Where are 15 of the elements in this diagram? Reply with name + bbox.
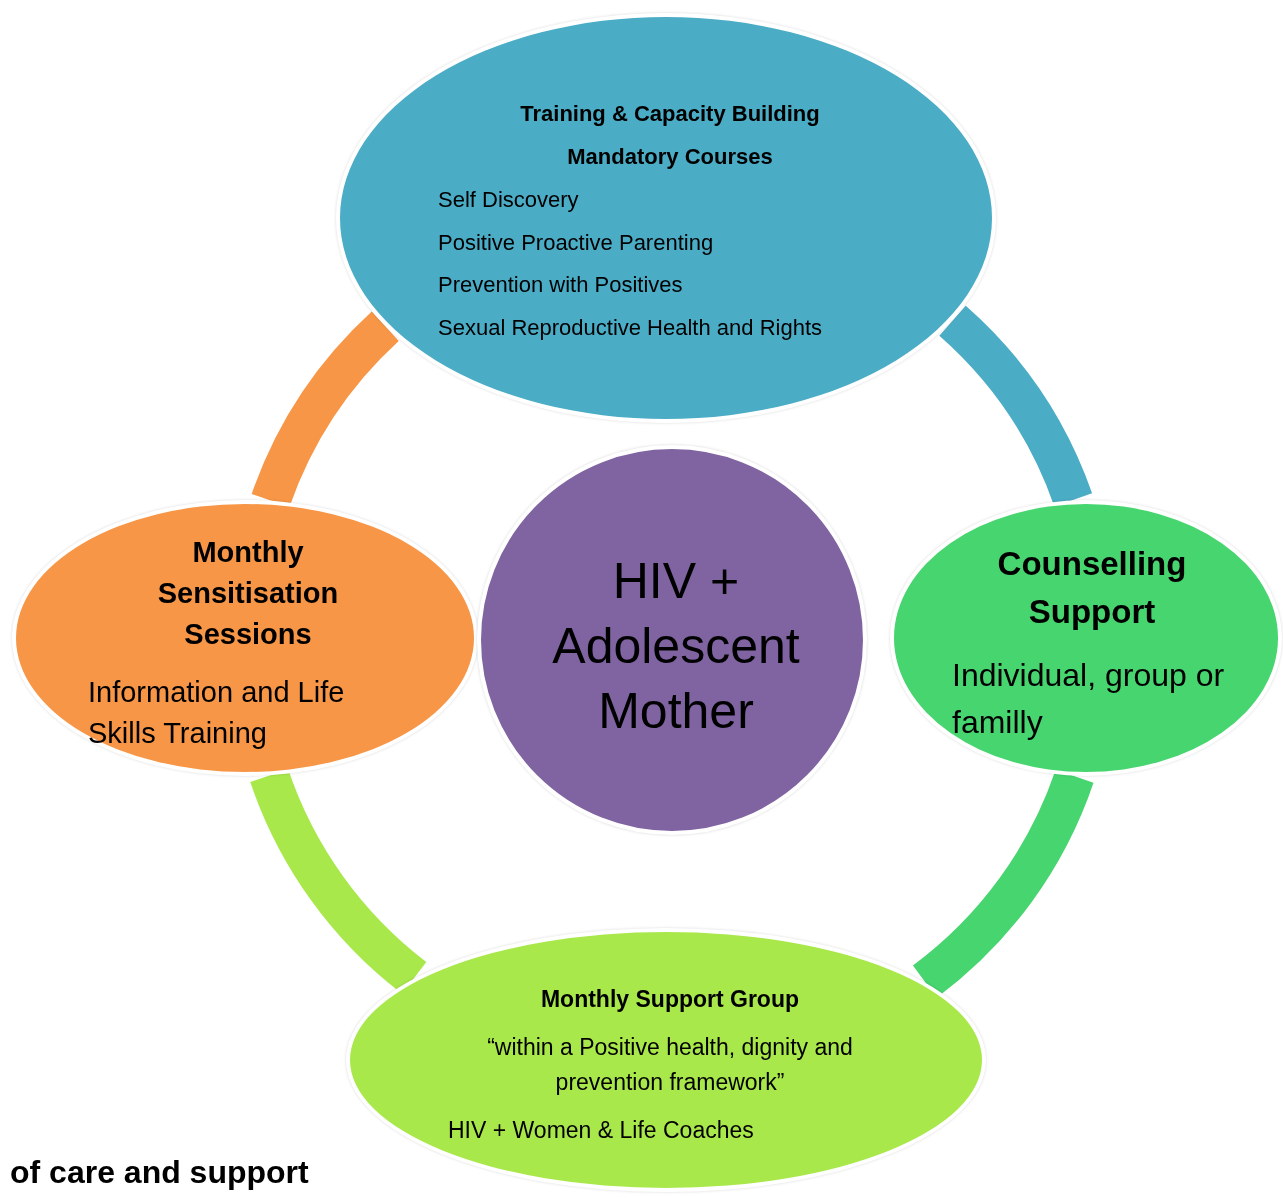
node-heading: Training & Capacity Building xyxy=(519,100,821,128)
node-heading: Counselling Support xyxy=(996,544,1188,632)
node-text: Individual, group or familly xyxy=(952,656,1226,742)
list-item: Positive Proactive Parenting xyxy=(438,229,715,257)
node-subheading: Mandatory Courses xyxy=(566,143,774,171)
list-item: Prevention with Positives xyxy=(438,271,684,299)
list-item: Sexual Reproductive Health and Rights xyxy=(438,314,823,342)
node-heading: Monthly Support Group xyxy=(539,985,801,1014)
node-heading: HIV + Adolescent Mother xyxy=(551,552,801,741)
slide-title-text: of care and support xyxy=(10,1153,309,1192)
node-heading: Monthly Sensitisation Sessions xyxy=(156,535,340,652)
node-text: HIV + Women & Life Coaches xyxy=(448,1116,755,1145)
list-item: Self Discovery xyxy=(438,186,580,214)
quote-text: “within a Positive health, dignity and prevention framework” xyxy=(486,1033,854,1097)
node-text: Information and Life Skills Training xyxy=(88,675,346,751)
